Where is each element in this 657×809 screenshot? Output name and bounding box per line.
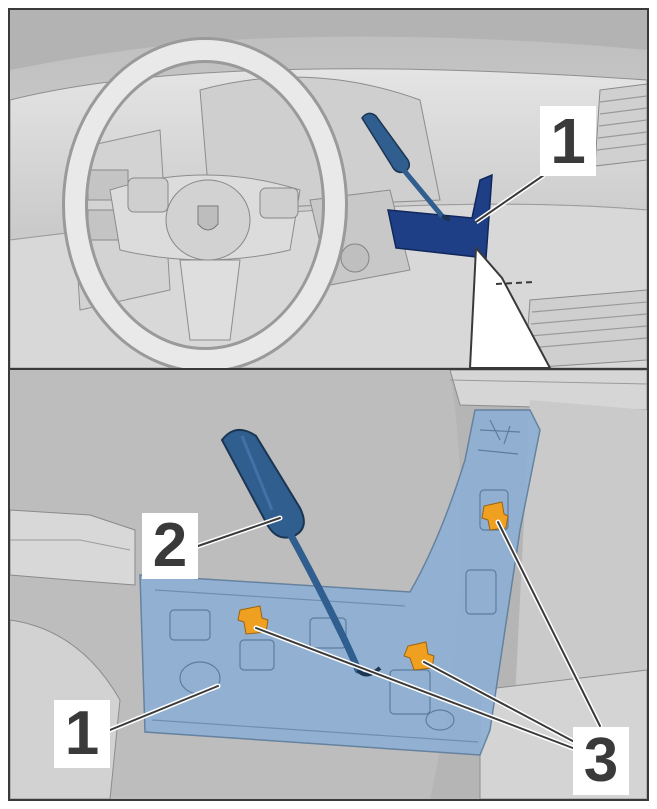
- trim-removal-detail-drawing: [10, 370, 647, 799]
- dashboard-overview-drawing: [10, 10, 647, 368]
- retaining-clip-icon: [481, 501, 509, 531]
- screwdriver-icon: [220, 429, 382, 677]
- crest-icon: [197, 205, 219, 231]
- callout-1-bottom: 1: [54, 700, 110, 768]
- overview-panel: 1: [10, 10, 647, 368]
- callout-3: 3: [573, 727, 629, 795]
- steering-wheel: [62, 37, 348, 368]
- callout-2: 2: [142, 513, 198, 579]
- detail-panel: 2 1 3: [10, 370, 647, 799]
- panel-divider: [10, 368, 647, 370]
- callout-1-top: 1: [540, 106, 596, 176]
- screwdriver-icon: [361, 112, 451, 222]
- zoom-wedge: [468, 245, 552, 368]
- figure-frame: 1: [8, 8, 649, 801]
